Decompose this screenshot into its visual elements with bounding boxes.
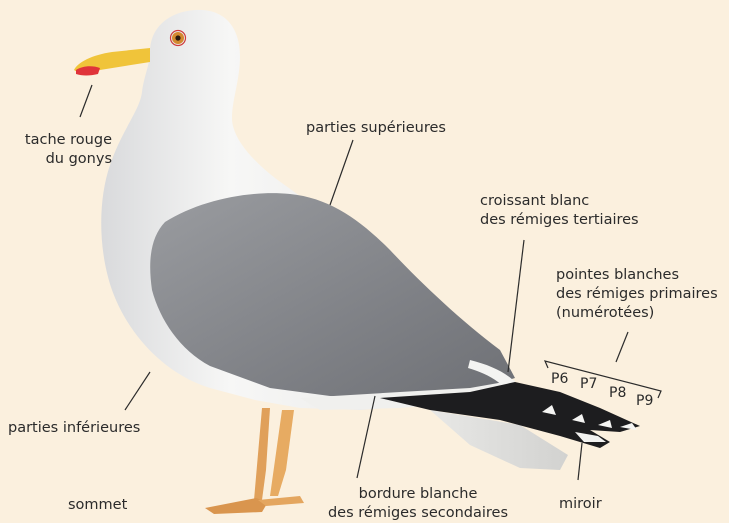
label-bordure-blanche: bordure blanche des rémiges secondaires	[318, 485, 518, 523]
label-miroir: miroir	[559, 495, 602, 514]
primary-label-p9: P9	[636, 393, 653, 409]
label-sommet: sommet	[68, 496, 127, 515]
label-pointes-blanches: pointes blanches des rémiges primaires (…	[556, 266, 718, 323]
bill	[74, 48, 150, 76]
primary-label-p6: P6	[551, 371, 568, 387]
primary-label-p7: P7	[580, 376, 597, 392]
label-tache-rouge: tache rouge du gonys	[6, 131, 112, 169]
legs	[205, 408, 304, 514]
label-parties-superieures: parties supérieures	[306, 119, 446, 138]
eye	[171, 31, 186, 46]
label-parties-inferieures: parties inférieures	[8, 419, 140, 438]
primary-label-p8: P8	[609, 385, 626, 401]
label-croissant-blanc: croissant blanc des rémiges tertiaires	[480, 192, 639, 230]
